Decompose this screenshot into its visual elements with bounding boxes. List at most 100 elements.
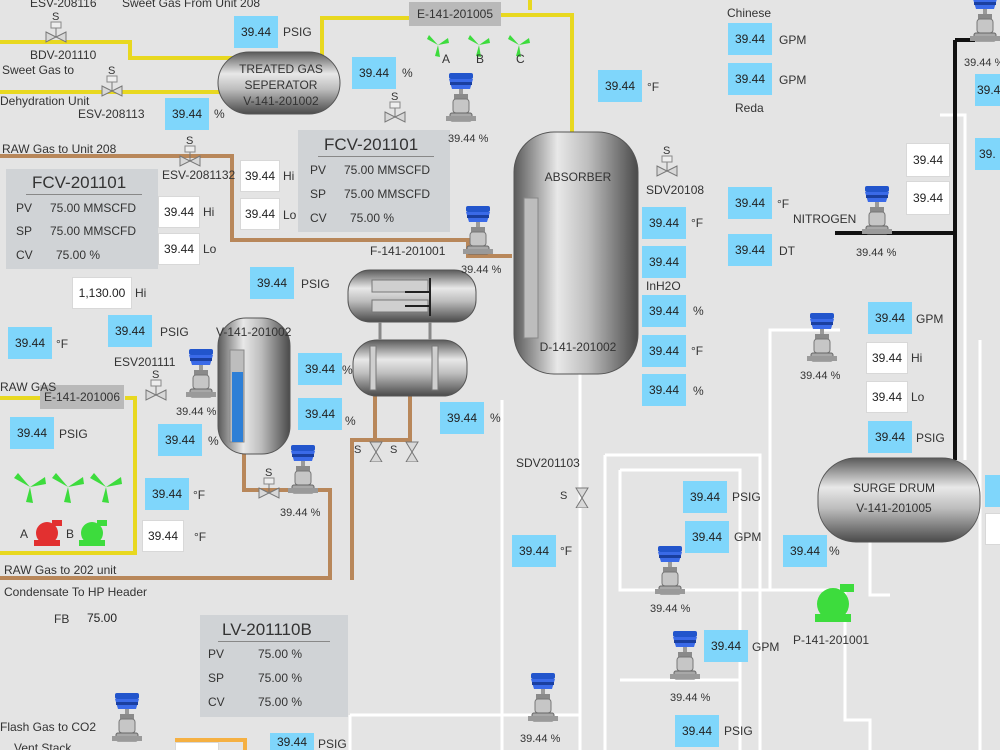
control-valve-icon — [528, 673, 558, 722]
fcv-left-cv-label: CV — [16, 248, 33, 262]
value-psig-left[interactable]: 39.44 — [10, 417, 54, 449]
shutdown-valve-letter: S — [390, 444, 398, 456]
unit-psig-right-1: PSIG — [732, 490, 761, 504]
control-valve-nitrogen[interactable] — [862, 185, 892, 243]
label-esv2081132: ESV-2081132 — [162, 168, 236, 182]
wbox-nitrogen-1[interactable]: 39.44 — [906, 143, 950, 177]
control-valve-right-2[interactable] — [670, 630, 700, 688]
shutdown-valve-filter-2[interactable]: S — [390, 432, 424, 463]
control-valve-separator[interactable] — [446, 72, 476, 130]
value-gpm-reda[interactable]: 39.44 — [728, 63, 772, 95]
value-psig-esv201111[interactable]: 39.44 — [108, 315, 152, 347]
shutdown-valve-sdv20108[interactable]: S — [655, 145, 679, 178]
control-valve-bottom[interactable] — [528, 672, 558, 730]
value-psig-top[interactable]: 39.44 — [234, 16, 278, 48]
value-gpm-right-2[interactable]: 39.44 — [704, 630, 748, 662]
value-gpm-right-1[interactable]: 39.44 — [685, 521, 729, 553]
value-right-edge-2[interactable]: 39. — [975, 138, 1000, 170]
wbox-hi-mid[interactable]: 39.44 — [240, 160, 280, 192]
shutdown-valve-icon — [575, 487, 589, 509]
value-pct-absorber-3[interactable]: 39.44 — [642, 374, 686, 406]
pipe-top-exchanger — [320, 16, 410, 60]
shutdown-valve-icon — [101, 75, 123, 97]
value-pct-esv[interactable]: 39.44 — [165, 98, 209, 130]
value-degf-nitrogen[interactable]: 39.44 — [728, 187, 772, 219]
unit-pct-drum: % — [829, 544, 840, 558]
wbox-lo-mid[interactable]: 39.44 — [240, 198, 280, 230]
value-pct-valve-left[interactable]: 39.44 — [158, 424, 202, 456]
label-bdv201110: BDV-201110 — [30, 48, 97, 62]
label-dehydration-unit: Dehydration Unit — [0, 94, 90, 108]
value-psig-vessel[interactable]: 39.44 — [250, 267, 294, 299]
wbox-lo-left[interactable]: 39.44 — [158, 233, 200, 265]
value-degf-left[interactable]: 39.44 — [8, 327, 52, 359]
unit-pct-esv: % — [214, 107, 225, 121]
value-degf-absorber-side[interactable]: 39.44 — [642, 207, 686, 239]
shutdown-valve-separator[interactable]: S — [383, 91, 407, 124]
label-raw-gas-208: RAW Gas to Unit 208 — [2, 142, 117, 156]
exchanger-tag-e141-201005[interactable]: E-141-201005 — [409, 2, 501, 26]
value-inh2o[interactable]: 39.44 — [642, 246, 686, 278]
value-pct-vessel-1[interactable]: 39.44 — [298, 353, 342, 385]
control-valve-top-right[interactable] — [970, 0, 1000, 50]
wbox-bottom-left[interactable] — [175, 742, 219, 750]
value-gpm-chinese[interactable]: 39.44 — [728, 23, 772, 55]
wbox-hi-drum[interactable]: 39.44 — [866, 342, 908, 374]
shutdown-valve-vessel[interactable]: S — [257, 467, 281, 500]
shutdown-valve-sdv201103[interactable]: S — [560, 478, 594, 509]
wbox-lo-drum[interactable]: 39.44 — [866, 381, 908, 413]
control-valve-fcv201101[interactable] — [463, 205, 493, 263]
control-valve-esv201111[interactable] — [186, 348, 216, 406]
value-degf-absorber-2[interactable]: 39.44 — [642, 335, 686, 367]
value-dt[interactable]: 39.44 — [728, 234, 772, 266]
fcv-panel-mid[interactable]: FCV-201101 PV 75.00 MMSCFD SP 75.00 MMSC… — [298, 130, 450, 232]
unit-lo-left: Lo — [203, 242, 217, 256]
exchanger-tag-e141-201006[interactable]: E-141-201006 — [40, 385, 124, 409]
value-right-edge-3[interactable] — [985, 475, 1000, 507]
wbox-hi-left[interactable]: 39.44 — [158, 196, 200, 228]
wbox-nitrogen-2[interactable]: 39.44 — [906, 181, 950, 215]
unit-dt: DT — [779, 244, 795, 258]
label-nitrogen: NITROGEN — [793, 212, 857, 226]
label-seperator: SEPERATOR — [244, 78, 318, 92]
value-pct-separator[interactable]: 39.44 — [352, 57, 396, 89]
control-valve-flash-gas[interactable] — [112, 692, 142, 750]
wbox-degf-left[interactable]: 39.44 — [142, 520, 184, 552]
shutdown-valve-esv2081132[interactable]: S — [178, 135, 202, 168]
valve-pct-label: 39.44 % — [280, 507, 321, 519]
lv-cv-label: CV — [208, 695, 225, 709]
value-psig-bottom-right[interactable]: 39.44 — [675, 715, 719, 747]
value-pct-drum[interactable]: 39.44 — [783, 535, 827, 567]
unit-pct-absorber-3: % — [693, 384, 704, 398]
shutdown-valve-esv201111[interactable]: S — [144, 369, 168, 402]
unit-pct-valve-left: % — [208, 434, 219, 448]
lv-panel[interactable]: LV-201110B PV 75.00 % SP 75.00 % CV 75.0… — [200, 615, 348, 717]
value-psig-lv[interactable]: 39.44 — [270, 733, 314, 750]
value-psig-drum[interactable]: 39.44 — [868, 421, 912, 453]
value-degf-absorber[interactable]: 39.44 — [598, 70, 642, 102]
label-d141-201002: D-141-201002 — [539, 340, 617, 354]
value-degf-lower[interactable]: 39.44 — [145, 478, 189, 510]
unit-psig-vessel: PSIG — [301, 277, 330, 291]
shutdown-valve-bdv201110[interactable]: S — [44, 11, 68, 44]
value-pct-vessel-2[interactable]: 39.44 — [298, 398, 342, 430]
wbox-hi-1130[interactable]: 1,130.00 — [72, 277, 132, 309]
wbox-right-edge[interactable] — [985, 513, 1000, 545]
vertical-vessel — [217, 317, 291, 455]
value-gpm-drum[interactable]: 39.44 — [868, 302, 912, 334]
value-right-edge-1[interactable]: 39.44 — [975, 74, 1000, 106]
control-valve-right-1[interactable] — [655, 545, 685, 603]
label-chinese: Chinese — [727, 6, 772, 20]
value-pct-filter[interactable]: 39.44 — [440, 402, 484, 434]
fb-value: 75.00 — [80, 606, 124, 630]
fcv-panel-left[interactable]: FCV-201101 PV 75.00 MMSCFD SP 75.00 MMSC… — [6, 169, 158, 269]
control-valve-vessel-bottom[interactable] — [288, 444, 318, 502]
shutdown-valve-esv208113[interactable]: S — [100, 65, 124, 98]
value-pct-absorber-1[interactable]: 39.44 — [642, 295, 686, 327]
value-psig-right-1[interactable]: 39.44 — [683, 481, 727, 513]
shutdown-valve-filter-1[interactable]: S — [354, 432, 388, 463]
control-valve-drum-inlet[interactable] — [807, 312, 837, 370]
value-degf-bottom[interactable]: 39.44 — [512, 535, 556, 567]
label-esv208113: ESV-208113 — [78, 107, 145, 121]
